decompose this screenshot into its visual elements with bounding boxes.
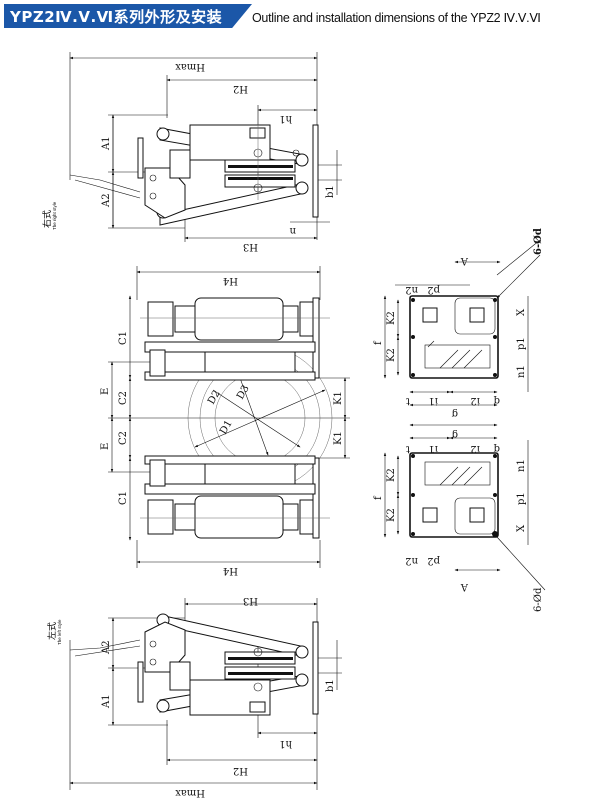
label-x-bottom: X — [516, 524, 527, 532]
label-d2: D2 — [206, 389, 223, 407]
label-a-bottom: A — [460, 581, 469, 592]
label-k2-bottom-2: K2 — [386, 508, 397, 522]
label-n1-top: n1 — [516, 365, 527, 378]
mounting-plate-top — [383, 239, 541, 407]
label-k2-top-1: K2 — [386, 311, 397, 325]
title-banner — [4, 4, 252, 28]
mounting-plate-labels: A n2 p2 f K2 K2 X p1 n1 i1 i2 g q t 6-Ød… — [373, 228, 544, 612]
left-style-labels: H3 Hmax H2 h1 A2 A1 b1 左式 The left style — [46, 595, 336, 798]
label-i1-top: i1 — [428, 395, 438, 406]
label-k1-top: K1 — [333, 391, 344, 405]
label-h2-left: H2 — [233, 765, 248, 776]
label-b1: b1 — [325, 185, 336, 198]
label-q-bottom: q — [493, 443, 500, 454]
label-n2-bottom: n2 — [405, 555, 418, 566]
label-a2: A2 — [101, 193, 112, 208]
label-p2-bottom: p2 — [427, 555, 440, 566]
label-c1-bottom: C1 — [118, 491, 129, 505]
label-n2-top: n2 — [405, 284, 418, 295]
label-q-top: q — [493, 395, 500, 406]
label-holes-top: 6-Ød — [533, 228, 544, 255]
right-style-label-en: The right style — [52, 201, 57, 230]
label-c2-bottom: C2 — [118, 431, 129, 445]
label-h1: h1 — [279, 113, 292, 124]
label-a2-left: A2 — [101, 640, 112, 655]
label-d1: D1 — [218, 419, 235, 437]
right-style-view — [69, 52, 342, 242]
label-k2-bottom-1: K2 — [386, 468, 397, 482]
right-style-labels: Hmax H2 h1 H3 n A1 A2 b1 右式 The right st… — [41, 61, 336, 252]
label-c2-top: C2 — [118, 391, 129, 405]
label-f-bottom: f — [373, 495, 384, 500]
label-hmax-left: Hmax — [175, 787, 205, 798]
label-a-top: A — [460, 255, 469, 266]
left-style-view — [69, 598, 342, 790]
title-en: Outline and installation dimensions of t… — [252, 11, 541, 25]
label-k2-top-2: K2 — [386, 348, 397, 362]
label-a1: A1 — [101, 136, 112, 151]
label-g-top: g — [451, 408, 458, 419]
label-t-bottom: t — [406, 443, 410, 454]
label-p1-top: p1 — [516, 337, 527, 350]
label-k1-bottom: K1 — [333, 431, 344, 445]
label-g-bottom: g — [451, 429, 458, 440]
title-cn: YPZ2Ⅳ.Ⅴ.Ⅵ系列外形及安装 — [10, 8, 223, 26]
label-n: n — [289, 225, 296, 236]
label-i2-bottom: i2 — [470, 443, 480, 454]
label-h1-left: h1 — [279, 738, 292, 749]
mounting-plate-bottom — [383, 423, 546, 591]
brake-plan-view — [108, 266, 350, 568]
label-i1-bottom: i1 — [428, 443, 438, 454]
label-hmax: Hmax — [175, 61, 205, 72]
label-d3: D3 — [235, 384, 252, 402]
label-e-bottom: E — [100, 443, 111, 450]
label-h4-bottom: H4 — [223, 565, 238, 576]
label-i2-top: i2 — [470, 395, 480, 406]
label-p1-bottom: p1 — [516, 492, 527, 505]
label-h3-left: H3 — [243, 595, 258, 606]
label-h3: H3 — [243, 241, 258, 252]
label-holes-bottom: 6-Ød — [533, 587, 544, 612]
label-h2: H2 — [233, 83, 248, 94]
label-x-top: X — [516, 308, 527, 316]
label-a1-left: A1 — [101, 694, 112, 709]
label-h4-top: H4 — [223, 275, 238, 286]
label-n1-bottom: n1 — [516, 459, 527, 472]
label-e-top: E — [100, 388, 111, 395]
label-c1-top: C1 — [118, 331, 129, 345]
label-b1-left: b1 — [325, 679, 336, 692]
left-style-label-en: The left style — [57, 619, 62, 645]
label-p2-top: p2 — [427, 284, 440, 295]
label-t-top: t — [406, 395, 410, 406]
left-style-label: 左式 — [46, 622, 58, 640]
right-style-label: 右式 — [41, 210, 53, 228]
label-f-top: f — [373, 340, 384, 345]
